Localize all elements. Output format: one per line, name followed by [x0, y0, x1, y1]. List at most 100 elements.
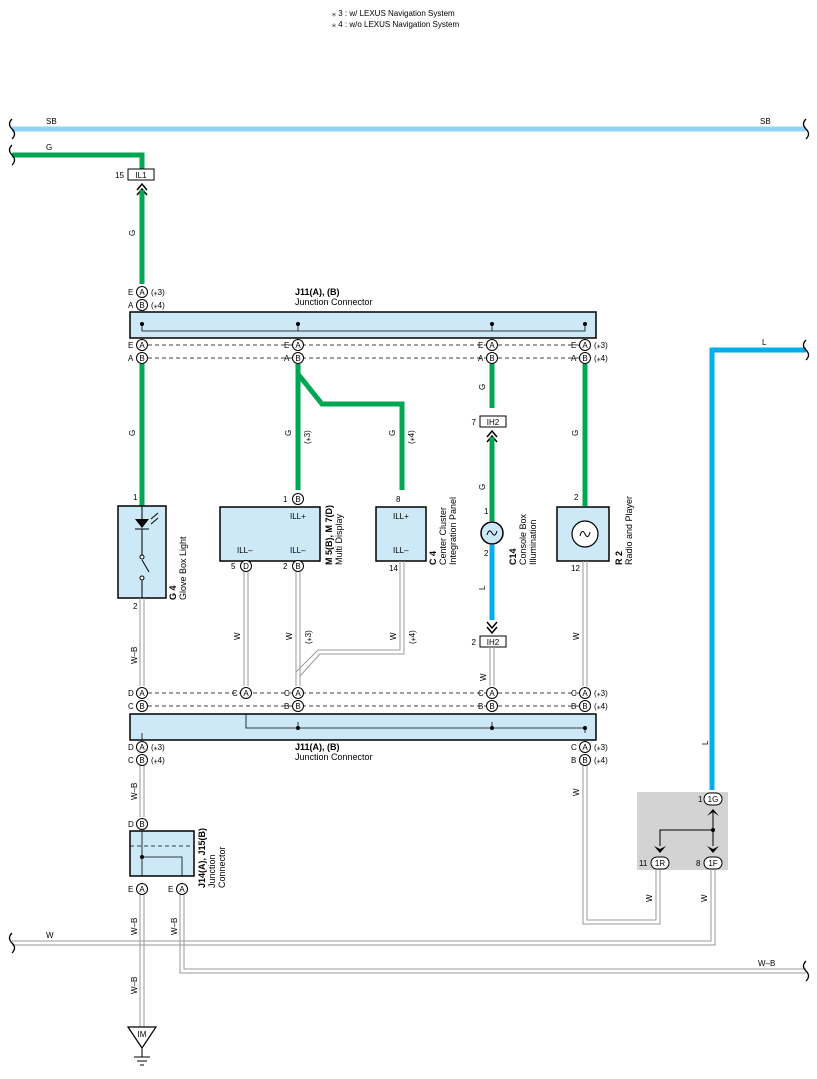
pin-letter: B [571, 702, 576, 711]
j11-bottom-lower-pins: D A (⁎3) C B (⁎4) C A (⁎3) B B (⁎4) [128, 741, 608, 766]
il1-connector: IL1 15 [115, 168, 155, 196]
wire-label-w-6: W [572, 788, 581, 796]
g4-name: Glove Box Light [178, 536, 188, 600]
pin-circle-letter: B [139, 756, 144, 765]
wire-label-g-3: G [284, 430, 293, 436]
pin-1f-num: 8 [696, 859, 701, 868]
il1-name: IL1 [135, 171, 147, 180]
c4-id: C 4 [428, 551, 438, 565]
pin-circle-letter: A [139, 743, 145, 752]
wire-label-w-2: W [285, 632, 294, 640]
variant-tag: (⁎3) [594, 689, 608, 698]
ground-im-icon: IM [126, 1026, 158, 1066]
pin-letter: B [478, 702, 483, 711]
variant-tag: (⁎3) [151, 743, 165, 752]
c14-pin-in: 1 [484, 507, 489, 516]
pin-circle-letter: A [582, 743, 588, 752]
g-feed-label: G [46, 143, 52, 152]
variant-tag-m5: (⁎3) [303, 430, 312, 444]
c4-name1: Center Cluster [438, 507, 448, 565]
c4-pin-in: 8 [396, 495, 401, 504]
pin-letter: A [128, 354, 134, 363]
j11-top-bus [141, 324, 586, 332]
j14-j15-junction: D B J14(A), J15(B) Junction Connector E … [128, 818, 227, 895]
pin-1g-name: 1G [708, 795, 719, 804]
pin-circle-letter: B [139, 354, 144, 363]
gray-wires-mid [139, 561, 588, 686]
pin-circle-letter: B [295, 495, 300, 504]
note-nav: ⁎ 3 : w/ LEXUS Navigation System [332, 9, 455, 18]
variant-tag: (⁎3) [594, 341, 608, 350]
ih2-bot-pin: 2 [472, 638, 477, 647]
pin-circle-letter: B [295, 702, 300, 711]
c14-pin-out: 2 [484, 549, 489, 558]
m5-ill-plus: ILL+ [290, 512, 306, 521]
wire-label-g-4: G [388, 430, 397, 436]
wire-label-w-4: W [479, 673, 488, 681]
g4-pin-in: 1 [133, 493, 138, 502]
j14-label1: Junction [207, 854, 217, 888]
pin-circle-letter: A [582, 341, 588, 350]
wb-bus-bottom [179, 895, 806, 974]
pin-letter: E [128, 288, 133, 297]
pin-letter: B [284, 702, 289, 711]
pin-circle-letter: B [139, 820, 144, 829]
pin-circle-letter: B [489, 354, 494, 363]
pin-circle-letter: B [139, 301, 144, 310]
pin-circle-letter: A [582, 689, 588, 698]
wire-label-w-3: W [389, 632, 398, 640]
pin-circle-letter: A [179, 885, 185, 894]
pin-1r-num: 11 [639, 859, 648, 868]
variant-tag: (⁎3) [594, 743, 608, 752]
wire-label-l-1: L [478, 585, 487, 590]
r2-id: R 2 [614, 551, 624, 565]
wb-to-ground [139, 895, 145, 1027]
il1-pin: 15 [115, 171, 124, 180]
variant-tag-w-c4: (⁎4) [408, 630, 417, 644]
j11-bottom-box [129, 713, 597, 741]
c14-name1: Console Box [518, 513, 528, 565]
r2-pin-in: 2 [574, 493, 579, 502]
c14-name2: Illumination [528, 519, 538, 565]
pin-circle-letter: B [295, 562, 300, 571]
l-wire-right: L L [701, 338, 810, 790]
pin-letter: E [128, 885, 133, 894]
ih2-bot-name: IH2 [487, 638, 500, 647]
pin-1r-name: 1R [655, 859, 665, 868]
r2-radio-player: 2 12 R 2 Radio and Player [556, 493, 634, 573]
pin-circle-letter: A [295, 341, 301, 350]
m5-ill-minus-1: ILL– [237, 546, 253, 555]
wire-label-w-8: W [700, 894, 709, 902]
wire-label-g-6: G [478, 484, 487, 490]
pin-1g-num: 1 [698, 795, 703, 804]
ground-im-label: IM [138, 1030, 147, 1039]
pin-letter: C [128, 756, 134, 765]
pin-letter: B [571, 756, 576, 765]
j14-label2: Connector [217, 846, 227, 888]
j11-top-id: J11(A), (B) [295, 287, 340, 297]
j11-bottom-header: J11(A), (B) Junction Connector [295, 742, 373, 762]
pin-circle-letter: A [139, 885, 145, 894]
c4-center-cluster: 8 ILL+ ILL– 14 C 4 Center Cluster Integr… [375, 495, 458, 573]
wire-label-w-1: W [233, 632, 242, 640]
pin-letter: D [128, 689, 134, 698]
j11-bottom-bus [245, 714, 586, 733]
pin-letter: E [128, 341, 133, 350]
c14-id: C14 [508, 548, 518, 565]
note-no-nav: ⁎ 4 : w/o LEXUS Navigation System [332, 20, 460, 29]
g4-id: G 4 [168, 585, 178, 600]
m5-ill-minus-2: ILL– [290, 546, 306, 555]
wb-bus-label: W–B [758, 959, 775, 968]
c4-ill-minus: ILL– [393, 546, 409, 555]
j11-top-box [129, 311, 597, 339]
pin-1f-name: 1F [708, 859, 717, 868]
pin-letter: E [284, 341, 289, 350]
wire-label-wb-4: W–B [130, 918, 139, 935]
variant-tag: (⁎4) [151, 756, 165, 765]
c4-ill-plus: ILL+ [393, 512, 409, 521]
pin-circle-letter: A [489, 689, 495, 698]
pin-letter: A [478, 354, 484, 363]
pin-circle-letter: B [489, 702, 494, 711]
wire-label-g-2: G [128, 430, 137, 436]
